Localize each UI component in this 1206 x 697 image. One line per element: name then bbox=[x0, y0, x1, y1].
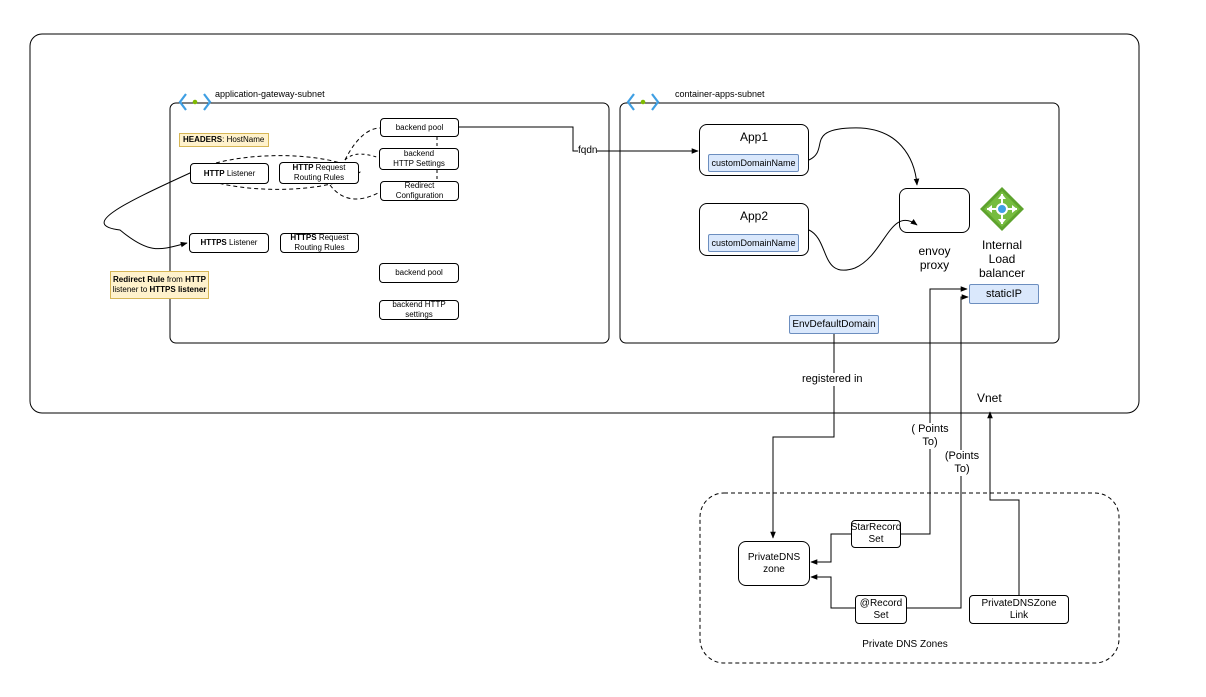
star-to-zone-edge bbox=[810, 533, 851, 565]
at-record-set[interactable]: @Record Set bbox=[855, 595, 907, 624]
envoy-proxy-label-2: proxy bbox=[919, 258, 950, 272]
backend-pool-2[interactable]: backend pool bbox=[379, 263, 459, 283]
custom-domain-1: customDomainName bbox=[708, 154, 799, 172]
app2-node[interactable]: App2 customDomainName bbox=[699, 203, 809, 256]
backend-pool-1[interactable]: backend pool bbox=[380, 118, 459, 137]
appgw-subnet-frame bbox=[169, 102, 610, 344]
redirect-loop-edge bbox=[103, 172, 191, 250]
headers-rest: : HostName bbox=[222, 135, 265, 144]
private-dns-zones-label: Private DNS Zones bbox=[862, 639, 948, 650]
app2-to-envoy-edge bbox=[808, 219, 918, 271]
subnet-icon bbox=[178, 93, 212, 111]
ilb-label-3: balancer bbox=[978, 266, 1026, 280]
custom-domain-2: customDomainName bbox=[708, 234, 799, 252]
points-to-label-2a: (Points bbox=[935, 450, 989, 463]
registered-in-label: registered in bbox=[802, 373, 863, 386]
load-balancer-icon bbox=[980, 187, 1024, 231]
container-apps-subnet-frame bbox=[619, 102, 1060, 344]
appgw-subnet-label: application-gateway-subnet bbox=[215, 89, 325, 99]
dashed-ellipse-listener-rules bbox=[188, 155, 361, 190]
app1-node[interactable]: App1 customDomainName bbox=[699, 124, 809, 176]
private-dns-zone-link[interactable]: PrivateDNSZone Link bbox=[969, 595, 1069, 624]
fqdn-label: fqdn bbox=[578, 145, 598, 157]
app2-title: App2 bbox=[739, 209, 769, 223]
app1-title: App1 bbox=[739, 130, 769, 144]
redirect-rule-note: Redirect Rule from HTTP listener to HTTP… bbox=[110, 271, 209, 299]
points-to-label-1b: To) bbox=[903, 436, 957, 449]
headers-note: HEADERS: HostName bbox=[179, 133, 269, 147]
envoy-proxy-node[interactable] bbox=[899, 188, 970, 233]
vnet-label: Vnet bbox=[977, 391, 1002, 405]
private-dns-zone[interactable]: PrivateDNS zone bbox=[738, 541, 810, 586]
registered-in-edge bbox=[770, 334, 835, 539]
star-record-set[interactable]: StarRecord Set bbox=[851, 520, 901, 548]
dashed-rule-to-pool bbox=[344, 127, 381, 161]
env-default-domain[interactable]: EnvDefaultDomain bbox=[789, 315, 879, 334]
points-to-label-2b: To) bbox=[935, 463, 989, 476]
dashed-rule-to-redirect bbox=[329, 184, 381, 200]
headers-bold: HEADERS bbox=[183, 135, 223, 144]
container-apps-subnet-label: container-apps-subnet bbox=[675, 89, 765, 99]
at-to-zone-edge bbox=[810, 574, 855, 609]
backend-http-settings-2[interactable]: backend HTTP settings bbox=[379, 300, 459, 320]
redirect-configuration[interactable]: Redirect Configuration bbox=[380, 181, 459, 201]
subnet-icon bbox=[626, 93, 660, 111]
static-ip[interactable]: staticIP bbox=[969, 284, 1039, 304]
dashed-rule-to-settings bbox=[344, 153, 381, 161]
vnet-container bbox=[29, 33, 1140, 414]
http-request-routing-rules[interactable]: HTTP Request Routing Rules bbox=[279, 162, 359, 184]
backend-http-settings-1[interactable]: backend HTTP Settings bbox=[379, 148, 459, 170]
fqdn-edge bbox=[459, 126, 699, 154]
envoy-proxy-label-1: envoy bbox=[918, 244, 951, 258]
http-listener[interactable]: HTTP Listener bbox=[190, 163, 269, 184]
ilb-label-1: Internal bbox=[981, 238, 1023, 252]
private-dns-zones-group bbox=[699, 492, 1120, 664]
points-to-label-1a: ( Points bbox=[903, 423, 957, 436]
https-listener[interactable]: HTTPS Listener bbox=[189, 233, 269, 253]
link-to-vnet-edge bbox=[987, 411, 1020, 595]
app1-to-envoy-edge bbox=[808, 127, 920, 186]
https-request-routing-rules[interactable]: HTTPS Request Routing Rules bbox=[280, 233, 359, 253]
star-points-to-edge bbox=[901, 286, 968, 535]
ilb-label-2: Load bbox=[988, 252, 1016, 266]
